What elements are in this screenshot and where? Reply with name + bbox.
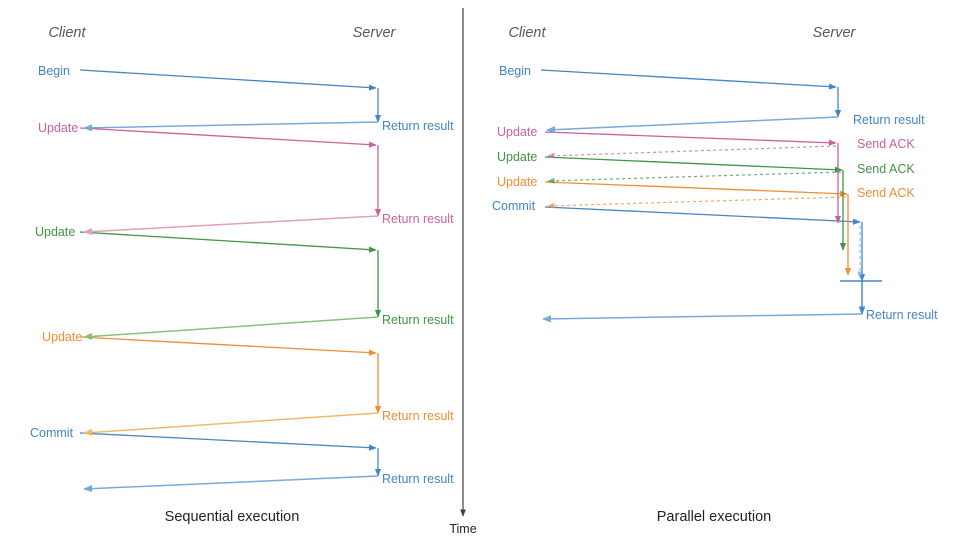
- begin-response: [546, 116, 839, 134]
- commit-response: [83, 475, 379, 493]
- server-message-label: Return result: [866, 308, 938, 322]
- begin-request: [79, 69, 377, 91]
- client-message-label: Commit: [492, 199, 536, 213]
- update2-request: [79, 231, 377, 253]
- update1-request: [79, 127, 377, 148]
- client-message-label: Begin: [38, 64, 70, 78]
- server-message-label: Send ACK: [857, 137, 915, 151]
- update3-request: [544, 181, 848, 197]
- commit-request: [79, 432, 377, 451]
- ack2-dashed: [547, 171, 842, 184]
- lane-title-client: Client: [48, 25, 86, 41]
- commit-request: [544, 206, 861, 225]
- server-message-label: Return result: [382, 313, 454, 327]
- client-message-label: Update: [38, 121, 78, 135]
- begin-request: [540, 69, 837, 90]
- update2-response: [83, 316, 379, 341]
- ack1-dashed: [547, 145, 837, 159]
- client-message-label: Update: [497, 150, 537, 164]
- panel-caption: Sequential execution: [165, 509, 300, 525]
- lane-title-server: Server: [353, 25, 397, 41]
- lane-title-client: Client: [508, 25, 546, 41]
- server-message-label: Return result: [382, 472, 454, 486]
- final-response: [542, 313, 863, 323]
- client-message-label: Update: [497, 175, 537, 189]
- update2-request: [544, 156, 843, 173]
- panel-caption: Parallel execution: [657, 509, 771, 525]
- server-message-label: Return result: [382, 119, 454, 133]
- time-axis-label: Time: [449, 522, 476, 536]
- ack3-dashed: [547, 196, 847, 209]
- server-message-label: Return result: [382, 409, 454, 423]
- lane-title-server: Server: [813, 25, 857, 41]
- update1-response: [83, 215, 379, 236]
- client-message-label: Commit: [30, 426, 74, 440]
- client-message-label: Begin: [499, 64, 531, 78]
- time-axis-group: Time: [449, 8, 477, 536]
- client-message-label: Update: [497, 125, 537, 139]
- server-message-label: Return result: [853, 113, 925, 127]
- begin-response: [83, 121, 379, 132]
- update1-request: [544, 131, 837, 146]
- server-message-label: Send ACK: [857, 162, 915, 176]
- update3-request: [79, 336, 377, 356]
- server-message-label: Return result: [382, 212, 454, 226]
- server-message-label: Send ACK: [857, 186, 915, 200]
- client-message-label: Update: [35, 225, 75, 239]
- update3-response: [83, 412, 379, 437]
- client-message-label: Update: [42, 330, 82, 344]
